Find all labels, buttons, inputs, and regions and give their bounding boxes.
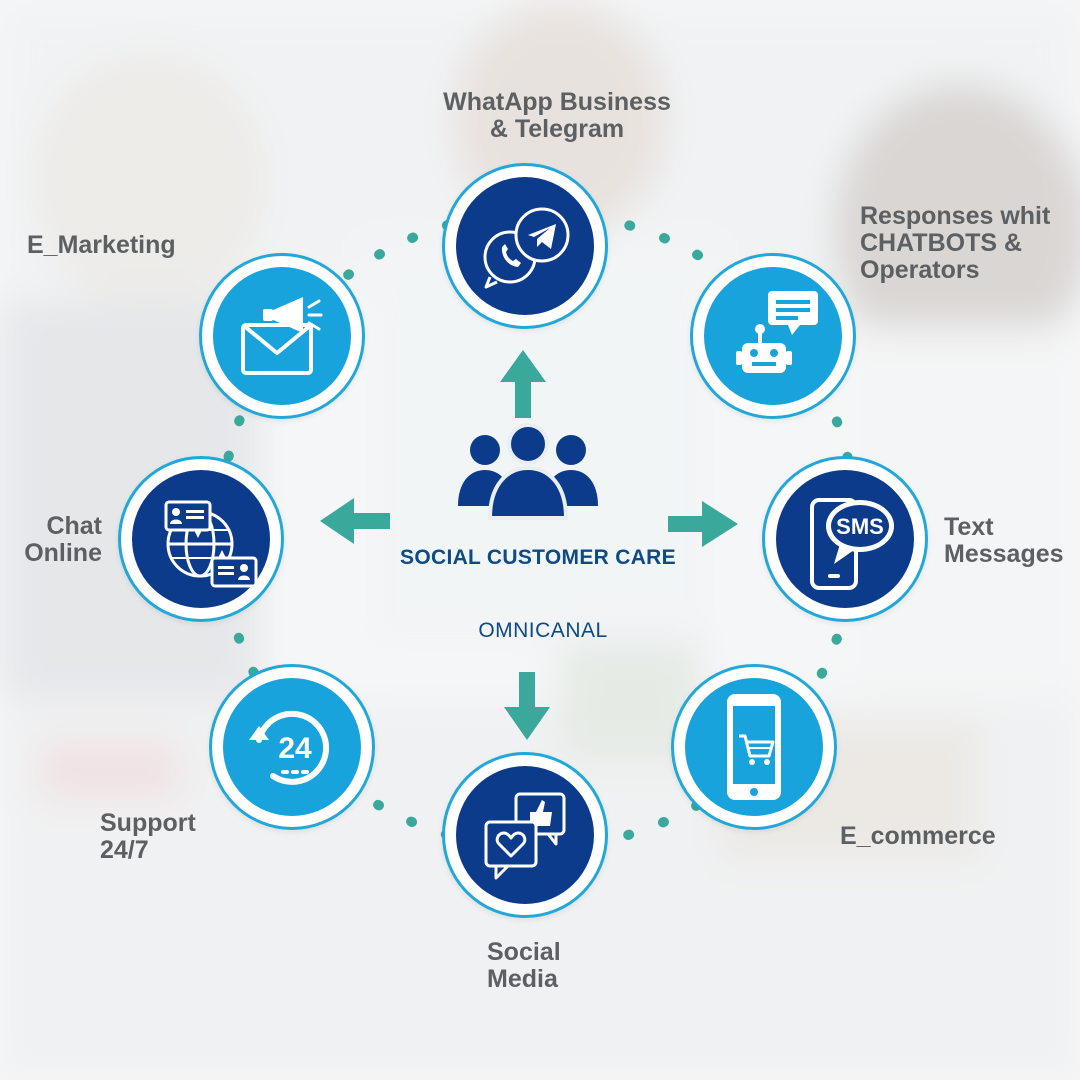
channel-label-ecommerce: E_commerce — [840, 822, 996, 850]
channel-node-sms: SMS — [762, 456, 928, 622]
channel-node-chat — [118, 456, 284, 622]
channel-node-whatsapp — [442, 163, 608, 329]
whatsapp-telegram-icon — [483, 207, 570, 289]
chatbot-robot-icon — [736, 291, 818, 373]
shopping-cart-phone-icon — [727, 694, 781, 800]
arrow-down — [504, 672, 550, 740]
channel-label-chat: Chat Online — [24, 512, 102, 567]
channel-node-ecommerce — [671, 664, 837, 830]
group-people-icon — [458, 423, 598, 520]
channel-node-chatbots — [690, 253, 856, 419]
channel-label-social: Social Media — [487, 938, 561, 993]
channel-node-support: 24 — [209, 664, 375, 830]
channel-label-marketing: E_Marketing — [27, 231, 176, 259]
arrow-left — [320, 498, 390, 544]
channel-node-marketing — [199, 253, 365, 419]
channel-label-sms: Text Messages — [944, 513, 1064, 568]
channel-label-support: Support 24/7 — [100, 809, 196, 864]
sms-phone-icon: SMS — [810, 498, 894, 590]
social-media-like-icon — [484, 792, 566, 880]
support-24-icon: 24 — [249, 710, 330, 785]
svg-text:24: 24 — [278, 732, 312, 765]
arrow-right — [668, 501, 738, 547]
center-subtitle: OMNICANAL — [478, 619, 608, 642]
channel-label-chatbots: Responses whit CHATBOTS & Operators — [860, 202, 1051, 284]
arrow-up — [500, 350, 546, 418]
channel-node-social — [442, 752, 608, 918]
svg-text:SMS: SMS — [836, 514, 884, 539]
chat-globe-icon — [164, 500, 258, 588]
center-title: SOCIAL CUSTOMER CARE — [400, 546, 676, 569]
email-megaphone-icon — [241, 297, 323, 375]
channel-label-whatsapp: WhatApp Business & Telegram — [443, 88, 671, 143]
